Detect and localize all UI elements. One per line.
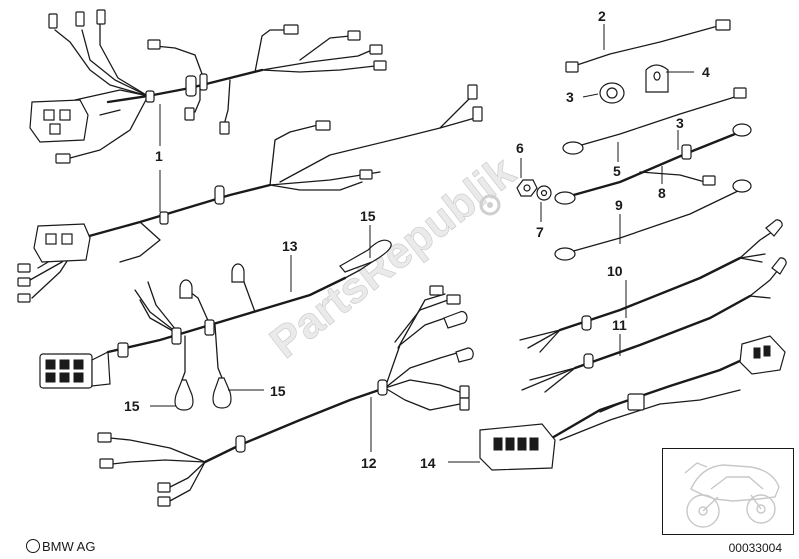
part-10-cable bbox=[519, 219, 783, 353]
callout-12: 12 bbox=[361, 455, 377, 471]
callout-8: 8 bbox=[658, 185, 666, 201]
brand-text: BMW AG bbox=[42, 539, 96, 554]
callout-9: 9 bbox=[615, 197, 623, 213]
callouts: 1 2 3 3 4 5 6 7 8 9 10 11 12 13 14 15 15… bbox=[124, 8, 710, 471]
callout-15-top: 15 bbox=[360, 208, 376, 224]
callout-7: 7 bbox=[536, 224, 544, 240]
callout-11: 11 bbox=[612, 317, 627, 333]
callout-13: 13 bbox=[282, 238, 298, 254]
harness-12 bbox=[97, 285, 474, 507]
part-11-cable bbox=[521, 257, 787, 393]
motorcycle-thumbnail bbox=[662, 448, 794, 535]
callout-2: 2 bbox=[598, 8, 606, 24]
callout-1: 1 bbox=[155, 148, 163, 164]
leader-lines bbox=[150, 24, 694, 463]
callout-10: 10 bbox=[607, 263, 623, 279]
callout-6: 6 bbox=[516, 140, 524, 156]
part-7-washer bbox=[536, 185, 552, 201]
brand-label: BMW AG bbox=[26, 539, 95, 554]
callout-3-top: 3 bbox=[566, 89, 574, 105]
callout-5: 5 bbox=[613, 163, 621, 179]
callout-3-right: 3 bbox=[676, 115, 684, 131]
part-3-grommet bbox=[599, 82, 625, 104]
copyright-icon bbox=[26, 539, 40, 553]
part-6-nut bbox=[516, 179, 538, 197]
callout-4: 4 bbox=[702, 64, 710, 80]
part-5-cable bbox=[562, 87, 747, 155]
part-2-cable bbox=[565, 19, 731, 73]
document-number: 00033004 bbox=[728, 541, 782, 555]
callout-14: 14 bbox=[420, 455, 436, 471]
multipin-connector-middle bbox=[33, 223, 91, 263]
part-9-cable bbox=[554, 179, 752, 261]
plug-connector-14 bbox=[739, 335, 786, 375]
main-harness-top bbox=[29, 9, 387, 164]
six-pin-connector bbox=[39, 351, 111, 389]
grommets-15 bbox=[174, 239, 392, 411]
main-harness-middle bbox=[17, 84, 483, 303]
part-14-harness bbox=[479, 335, 786, 471]
multipin-connector-top bbox=[29, 99, 89, 143]
watermark-gear-icon bbox=[479, 194, 501, 216]
part-4-clip bbox=[645, 64, 669, 93]
watermark: PartsRepublik bbox=[261, 147, 525, 368]
large-connector-14 bbox=[479, 423, 556, 471]
callout-15-bottom-left: 15 bbox=[124, 398, 140, 414]
callout-15-bottom-right: 15 bbox=[270, 383, 286, 399]
harness-13 bbox=[39, 261, 373, 389]
part-8-cable bbox=[554, 123, 752, 205]
